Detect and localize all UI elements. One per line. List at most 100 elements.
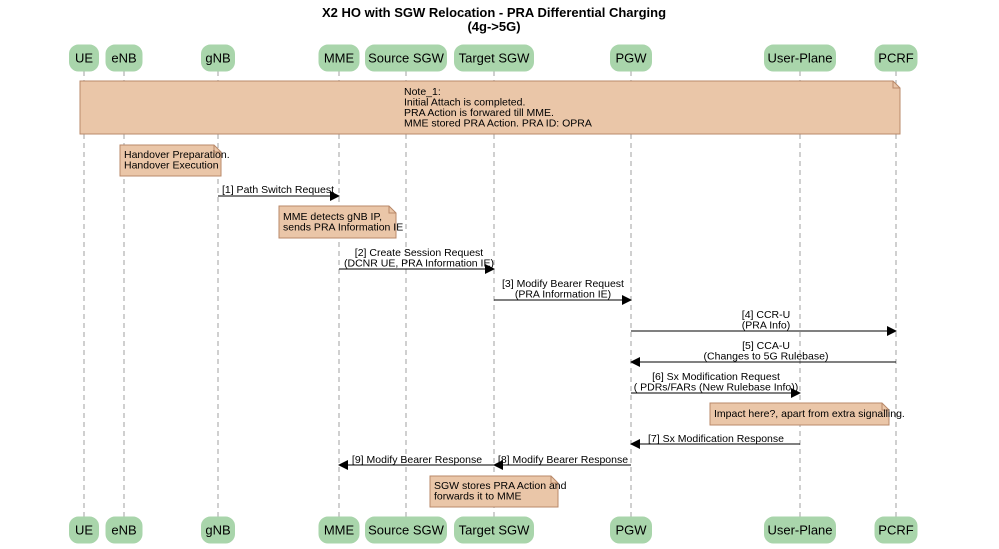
participant-box	[69, 44, 99, 72]
note-1: Note_1:Initial Attach is completed.PRA A…	[79, 80, 901, 135]
participant-source-sgw-top: Source SGW	[365, 44, 447, 72]
message-label: [2] Create Session Request	[355, 247, 483, 259]
participant-box	[69, 516, 99, 544]
note-line: MME stored PRA Action. PRA ID: OPRA	[404, 118, 592, 130]
lifelines	[83, 71, 897, 517]
msg-9: [9] Modify Bearer Response	[338, 454, 494, 470]
note-line: Handover Preparation.	[124, 149, 230, 161]
participant-label: UE	[75, 51, 93, 66]
participant-label: PGW	[615, 51, 647, 66]
message-label: (PRA Information IE)	[515, 289, 611, 301]
participant-box	[318, 516, 360, 544]
participant-label: gNB	[205, 51, 230, 66]
note-mme: MME detects gNB IP,sends PRA Information…	[278, 205, 403, 239]
participant-label: User-Plane	[767, 523, 832, 538]
msg-6: [6] Sx Modification Request( PDRs/FARs (…	[631, 371, 801, 398]
participant-box	[365, 516, 447, 544]
participant-box	[201, 516, 235, 544]
diagram-title-line1: X2 HO with SGW Relocation - PRA Differen…	[322, 5, 666, 20]
message-label: [7] Sx Modification Response	[648, 433, 784, 445]
msg-8: [8] Modify Bearer Response	[493, 454, 631, 470]
participant-mme-bottom: MME	[318, 516, 360, 544]
participants-top: UE eNB gNB MME Source SGW Target SGW PGW User-P…	[69, 44, 918, 72]
participant-box	[201, 44, 235, 72]
participant-enb-top: eNB	[105, 44, 143, 72]
note-box	[429, 475, 559, 508]
participant-box	[105, 516, 143, 544]
participant-gnb-top: gNB	[201, 44, 235, 72]
note-line: Handover Execution	[124, 160, 219, 172]
messages: [1] Path Switch Request [2] Create Sessio…	[218, 184, 897, 470]
msg-3: [3] Modify Bearer Request(PRA Informatio…	[494, 278, 632, 305]
participant-user-plane-bottom: User-Plane	[764, 516, 836, 544]
msg-5: [5] CCA-U(Changes to 5G Rulebase)	[630, 340, 896, 367]
message-label: [4] CCR-U	[742, 309, 790, 321]
msg-1: [1] Path Switch Request	[218, 184, 340, 201]
diagram-title-line2: (4g->5G)	[467, 19, 520, 34]
note-handover: Handover Preparation.Handover Execution	[119, 144, 230, 177]
participant-box	[105, 44, 143, 72]
participant-label: PCRF	[878, 523, 913, 538]
participant-label: eNB	[111, 523, 136, 538]
participant-user-plane-top: User-Plane	[764, 44, 836, 72]
participant-pcrf-top: PCRF	[874, 44, 918, 72]
note-fold	[881, 403, 889, 411]
participant-label: eNB	[111, 51, 136, 66]
participant-box	[610, 516, 652, 544]
participants-bottom: UE eNB gNB MME Source SGW Target SGW PGW User-P…	[69, 516, 918, 544]
participant-box	[610, 44, 652, 72]
participant-pgw-bottom: PGW	[610, 516, 652, 544]
message-label: ( PDRs/FARs (New Rulebase Info))	[634, 382, 799, 394]
participant-box	[874, 44, 918, 72]
note-fold	[388, 206, 396, 214]
msg-2: [2] Create Session Request(DCNR UE, PRA …	[339, 247, 495, 274]
message-label: [1] Path Switch Request	[222, 184, 334, 196]
note-line: Initial Attach is completed.	[404, 97, 525, 109]
participant-pgw-top: PGW	[610, 44, 652, 72]
message-label: [5] CCA-U	[742, 340, 790, 352]
note-line: PRA Action is forwared till MME.	[404, 107, 554, 119]
msg-4: [4] CCR-U(PRA Info)	[631, 309, 897, 336]
note-fold	[550, 476, 558, 484]
participant-box	[365, 44, 447, 72]
note-fold	[213, 145, 221, 153]
participant-ue-top: UE	[69, 44, 99, 72]
participant-source-sgw-bottom: Source SGW	[365, 516, 447, 544]
participant-label: Target SGW	[459, 523, 531, 538]
participant-box	[764, 516, 836, 544]
message-label: [9] Modify Bearer Response	[352, 454, 482, 466]
participant-pcrf-bottom: PCRF	[874, 516, 918, 544]
note-line: forwards it to MME	[434, 491, 522, 503]
participant-label: Source SGW	[368, 523, 445, 538]
participant-gnb-bottom: gNB	[201, 516, 235, 544]
note-impact: Impact here?, apart from extra signallin…	[709, 402, 905, 426]
participant-box	[318, 44, 360, 72]
note-box	[119, 144, 222, 177]
participant-mme-top: MME	[318, 44, 360, 72]
message-label: (Changes to 5G Rulebase)	[704, 351, 829, 363]
participant-target-sgw-top: Target SGW	[454, 44, 534, 72]
participant-box	[764, 44, 836, 72]
participant-box	[874, 516, 918, 544]
participant-label: PCRF	[878, 51, 913, 66]
participant-label: MME	[324, 51, 355, 66]
participant-label: MME	[324, 523, 355, 538]
message-label: [3] Modify Bearer Request	[502, 278, 624, 290]
note-line: sends PRA Information IE	[283, 222, 403, 234]
participant-label: Source SGW	[368, 51, 445, 66]
note-box	[709, 402, 890, 426]
message-label: [8] Modify Bearer Response	[498, 454, 628, 466]
participant-enb-bottom: eNB	[105, 516, 143, 544]
participant-label: UE	[75, 523, 93, 538]
note-line: MME detects gNB IP,	[283, 211, 382, 223]
participant-target-sgw-bottom: Target SGW	[454, 516, 534, 544]
note-line: Note_1:	[404, 86, 441, 98]
participant-label: gNB	[205, 523, 230, 538]
message-label: [6] Sx Modification Request	[652, 371, 780, 383]
note-fold	[892, 81, 900, 89]
msg-7: [7] Sx Modification Response	[630, 433, 800, 449]
participant-label: Target SGW	[459, 51, 531, 66]
note-line: Impact here?, apart from extra signallin…	[714, 408, 905, 420]
